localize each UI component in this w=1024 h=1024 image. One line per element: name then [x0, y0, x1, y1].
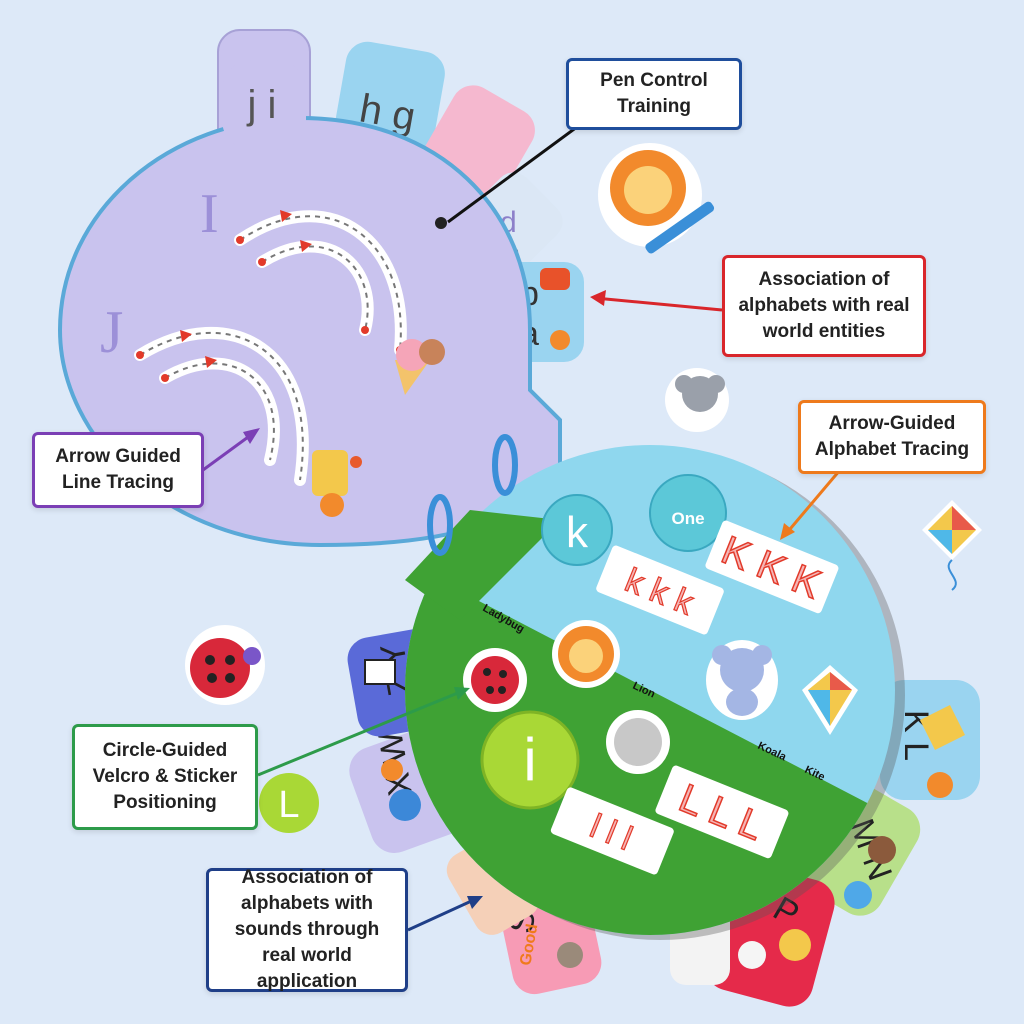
pen-hole	[435, 217, 447, 229]
callout-assoc-sounds-text: Association of alphabets with sounds thr…	[234, 867, 380, 992]
lion-with-crayon-sticker	[598, 143, 715, 254]
trace-arrows	[136, 210, 404, 382]
callout-circle-velcro: Circle-Guided Velcro & Sticker Positioni…	[72, 724, 258, 830]
callout-arrow-line-text: Arrow Guided Line Tracing	[55, 446, 181, 493]
koala-sticker[interactable]	[706, 640, 778, 720]
kite-sticker[interactable]	[802, 665, 858, 735]
upper-trace-band	[234, 210, 407, 356]
callout-arrow-alphabet-text: Arrow-Guided Alphabet Tracing	[814, 413, 970, 460]
trace-card-l-lower: l l l	[550, 787, 674, 875]
letter-I: I	[200, 183, 219, 245]
disc-one-text: One	[671, 509, 704, 528]
penguin-icon	[738, 941, 766, 969]
duck-icon	[779, 929, 811, 961]
lion-sticker[interactable]	[552, 620, 620, 688]
whale-icon	[389, 789, 421, 821]
callout-assoc-entities: Association of alphabets with real world…	[722, 255, 926, 357]
callout-connectors	[202, 108, 842, 932]
disc-i-text: i	[523, 726, 536, 793]
ladybug-loose-sticker	[185, 625, 265, 705]
callout-assoc-sounds: Association of alphabets with sounds thr…	[206, 867, 408, 992]
zebra-icon	[364, 659, 396, 685]
green-flap	[405, 510, 560, 620]
binder-rings	[427, 434, 518, 556]
disc-k[interactable]	[541, 494, 613, 566]
kite-loose-sticker	[922, 500, 982, 591]
callout-pen-control: Pen Control Training	[566, 58, 742, 130]
owl-icon	[844, 881, 872, 909]
ladybug-sticker[interactable]	[463, 648, 527, 712]
ear-ij-text: j i	[247, 83, 277, 127]
koala-placeholder[interactable]	[606, 710, 670, 774]
ice-cream-icon	[395, 339, 445, 395]
disc-k-text: k	[566, 508, 589, 557]
lower-trace-dashes	[139, 331, 304, 481]
tab-good-text: Good	[517, 923, 541, 967]
callout-assoc-entities-text: Association of alphabets with real world…	[738, 269, 910, 342]
orange-icon	[550, 330, 570, 350]
callout-arrow-line: Arrow Guided Line Tracing	[32, 432, 204, 508]
callout-arrow-alphabet: Arrow-Guided Alphabet Tracing	[798, 400, 986, 474]
bunny-ear	[222, 60, 306, 150]
sloth-icon	[557, 942, 583, 968]
disc-one[interactable]	[649, 474, 727, 552]
kite-small-icon	[920, 705, 965, 750]
lion-small-icon	[927, 772, 953, 798]
disc-i[interactable]	[480, 710, 580, 810]
juice-icon	[312, 450, 362, 517]
letter-J: J	[100, 299, 123, 365]
bus-icon	[540, 268, 570, 290]
letter-l-disc-text: L	[278, 784, 299, 826]
koala-loose-sticker	[665, 368, 729, 432]
monkey-icon	[868, 836, 896, 864]
fish-icon	[381, 759, 403, 781]
letter-l-loose-disc: L	[259, 773, 319, 833]
callout-circle-velcro-text: Circle-Guided Velcro & Sticker Positioni…	[92, 740, 238, 813]
callout-pen-control-text: Pen Control Training	[600, 70, 708, 117]
green-board: K L M N O P S T Good X W Z Y	[347, 434, 980, 1007]
